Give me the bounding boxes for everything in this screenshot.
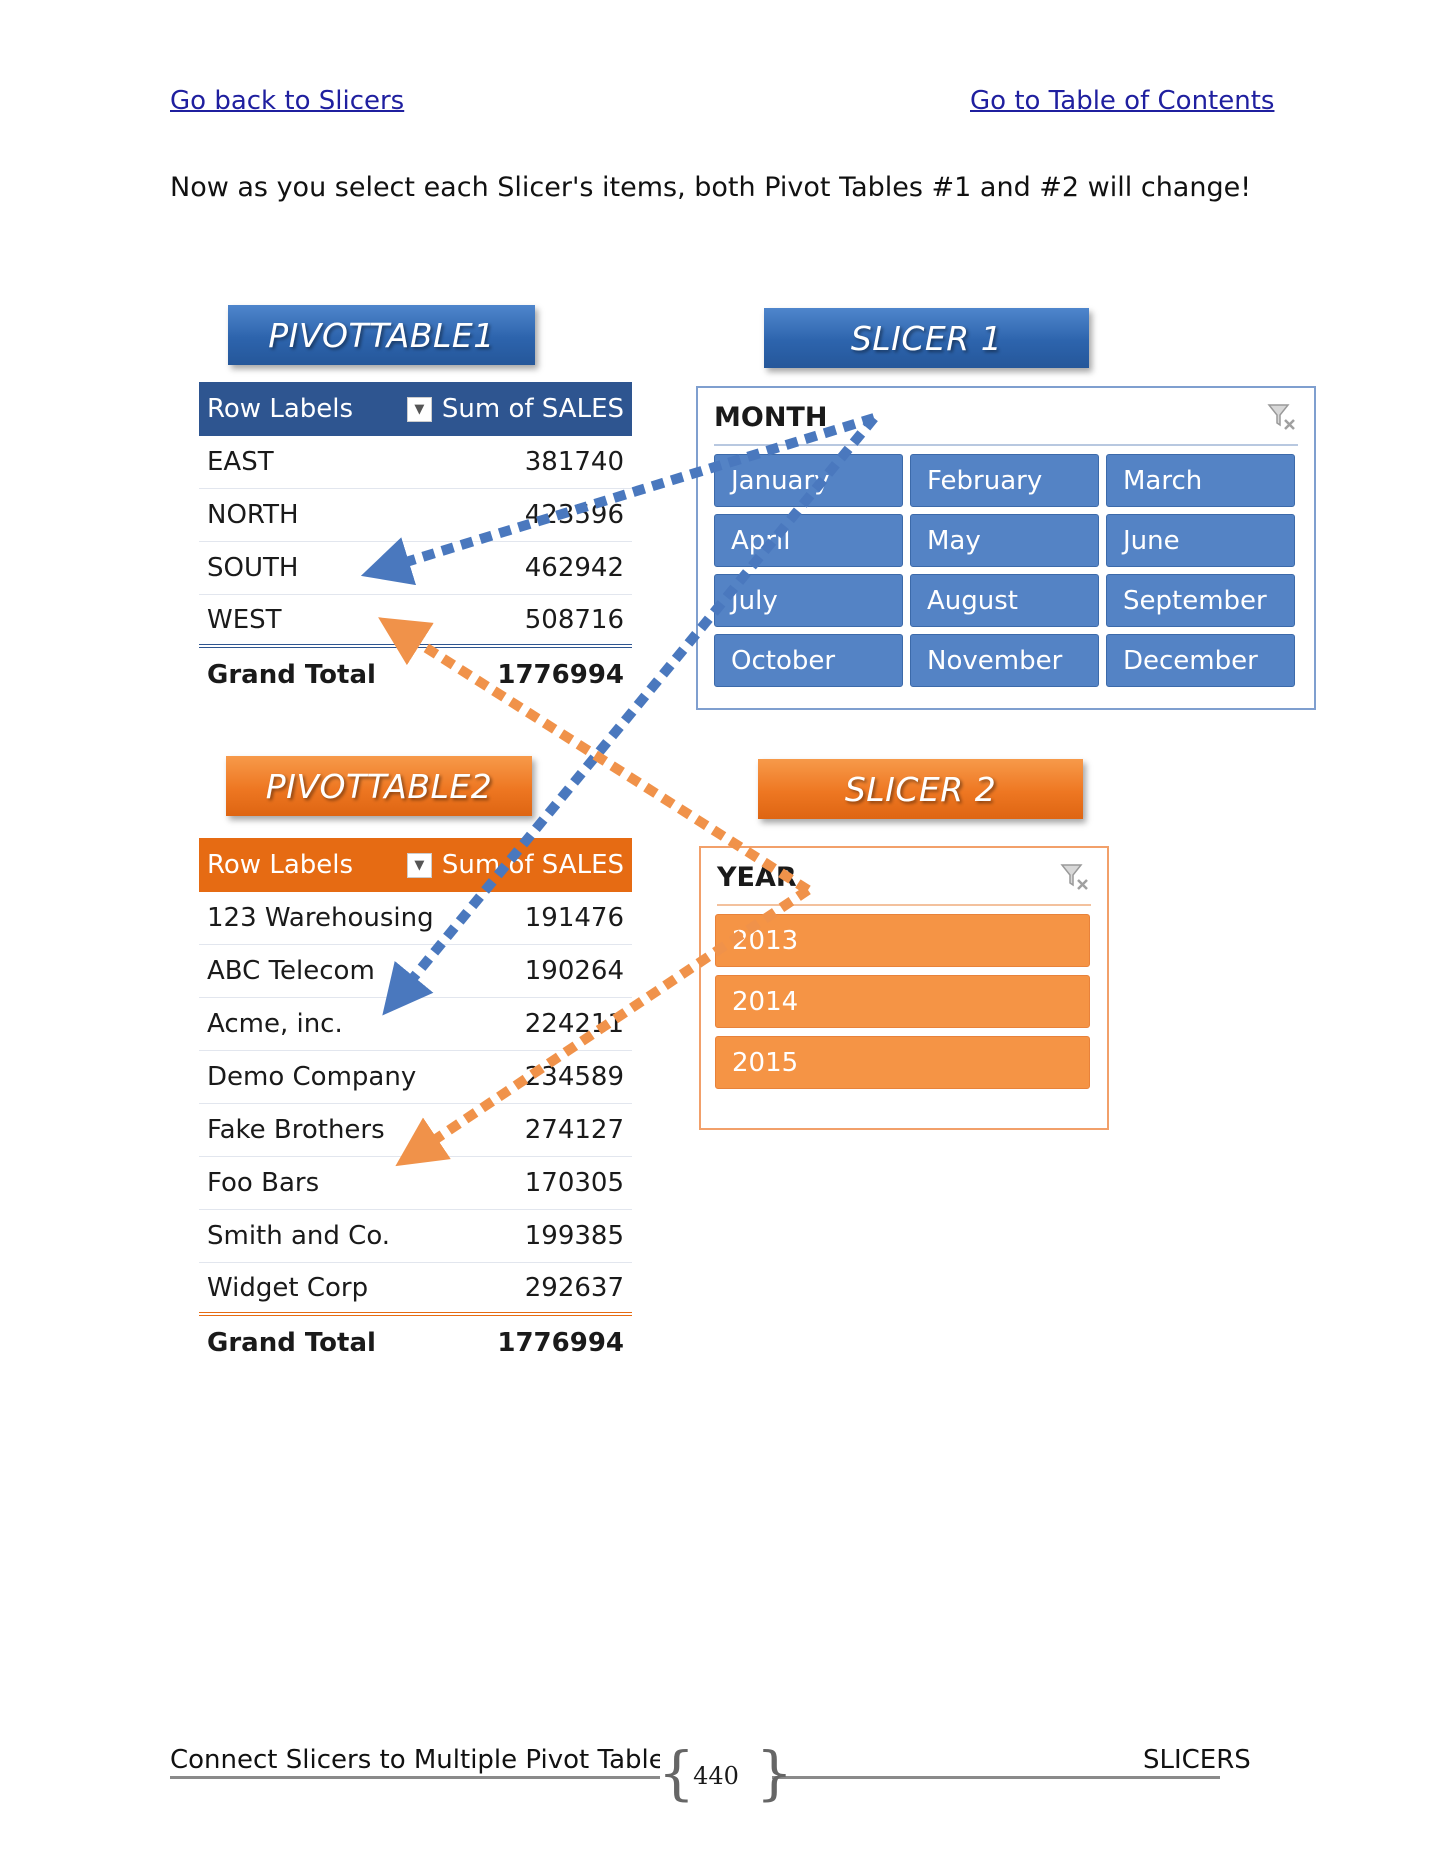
slicer-title: MONTH xyxy=(714,401,828,433)
slicer-items: 2013 2014 2015 xyxy=(715,914,1090,1089)
grand-total-row: Grand Total 1776994 xyxy=(199,648,632,701)
footer-rule-right xyxy=(770,1776,1220,1779)
row-label: NORTH xyxy=(207,500,299,530)
go-back-to-slicers-link[interactable]: Go back to Slicers xyxy=(170,86,405,116)
slicer-item-2013[interactable]: 2013 xyxy=(715,914,1090,967)
row-label: SOUTH xyxy=(207,553,299,583)
pivottable1-banner: PIVOTTABLE1 xyxy=(228,305,535,365)
grand-total-row: Grand Total 1776994 xyxy=(199,1316,632,1369)
table-row: NORTH 423596 xyxy=(199,489,632,542)
slicer-item-june[interactable]: June xyxy=(1106,514,1295,567)
row-label: Demo Company xyxy=(207,1062,417,1092)
page-number: 440 xyxy=(660,1748,772,1804)
slicer-title: YEAR xyxy=(717,861,797,893)
row-value: 191476 xyxy=(524,903,624,933)
slicer1-banner: SLICER 1 xyxy=(764,308,1089,368)
row-value: 199385 xyxy=(524,1221,624,1251)
slicer2-banner: SLICER 2 xyxy=(758,759,1083,819)
slicer-item-april[interactable]: April xyxy=(714,514,903,567)
month-slicer: MONTH January February March April May J… xyxy=(696,386,1316,710)
grand-total-value: 1776994 xyxy=(497,1327,624,1358)
slicer-items: January February March April May June Ju… xyxy=(714,454,1295,687)
intro-text: Now as you select each Slicer's items, b… xyxy=(170,172,1252,203)
row-value: 274127 xyxy=(524,1115,624,1145)
table-row: WEST 508716 xyxy=(199,595,632,648)
footer-rule-left xyxy=(170,1776,662,1779)
grand-total-label: Grand Total xyxy=(207,659,376,690)
row-labels-header: Row Labels xyxy=(207,394,354,424)
slicer-item-2015[interactable]: 2015 xyxy=(715,1036,1090,1089)
pivottable2-banner: PIVOTTABLE2 xyxy=(226,756,532,816)
row-label: Foo Bars xyxy=(207,1168,320,1198)
row-label: Fake Brothers xyxy=(207,1115,385,1145)
table-row: Acme, inc. 224211 xyxy=(199,998,632,1051)
row-value: 462942 xyxy=(524,553,624,583)
row-label: WEST xyxy=(207,604,282,635)
table-row: Fake Brothers 274127 xyxy=(199,1104,632,1157)
footer-section-name: SLICERS xyxy=(1143,1745,1251,1775)
year-slicer: YEAR 2013 2014 2015 xyxy=(699,846,1109,1130)
pivot-table-1: Row Labels ▼ Sum of SALES EAST 381740 NOR… xyxy=(199,382,632,701)
filter-dropdown-icon[interactable]: ▼ xyxy=(406,396,432,422)
clear-filter-icon[interactable] xyxy=(1059,861,1091,893)
grand-total-label: Grand Total xyxy=(207,1327,376,1358)
left-brace: { xyxy=(658,1739,695,1807)
table-row: Widget Corp 292637 xyxy=(199,1263,632,1316)
right-brace: } xyxy=(756,1739,793,1807)
slicer-item-december[interactable]: December xyxy=(1106,634,1295,687)
row-label: ABC Telecom xyxy=(207,956,375,986)
row-value: 292637 xyxy=(524,1272,624,1303)
table-row: 123 Warehousing 191476 xyxy=(199,892,632,945)
slicer-item-march[interactable]: March xyxy=(1106,454,1295,507)
row-value: 381740 xyxy=(524,447,624,477)
slicer-item-november[interactable]: November xyxy=(910,634,1099,687)
slicer-item-august[interactable]: August xyxy=(910,574,1099,627)
row-label: Smith and Co. xyxy=(207,1221,391,1251)
slicer-item-may[interactable]: May xyxy=(910,514,1099,567)
slicer-header: YEAR xyxy=(717,850,1091,906)
footer-chapter-title: Connect Slicers to Multiple Pivot Tables xyxy=(170,1745,679,1775)
row-label: 123 Warehousing xyxy=(207,903,434,933)
slicer-item-october[interactable]: October xyxy=(714,634,903,687)
pivot-table-2: Row Labels ▼ Sum of SALES 123 Warehousin… xyxy=(199,838,632,1369)
row-label: Widget Corp xyxy=(207,1272,369,1303)
pivot-table-header: Row Labels ▼ Sum of SALES xyxy=(199,838,632,892)
slicer-item-january[interactable]: January xyxy=(714,454,903,507)
table-row: EAST 381740 xyxy=(199,436,632,489)
table-row: SOUTH 462942 xyxy=(199,542,632,595)
row-value: 190264 xyxy=(524,956,624,986)
pivot-table-header: Row Labels ▼ Sum of SALES xyxy=(199,382,632,436)
slicer-item-september[interactable]: September xyxy=(1106,574,1295,627)
clear-filter-icon[interactable] xyxy=(1266,401,1298,433)
row-label: Acme, inc. xyxy=(207,1009,343,1039)
row-value: 508716 xyxy=(524,604,624,635)
row-value: 234589 xyxy=(524,1062,624,1092)
slicer-item-2014[interactable]: 2014 xyxy=(715,975,1090,1028)
row-value: 170305 xyxy=(524,1168,624,1198)
sum-of-sales-header: Sum of SALES xyxy=(441,394,624,424)
go-to-table-of-contents-link[interactable]: Go to Table of Contents xyxy=(970,86,1275,116)
row-label: EAST xyxy=(207,447,274,477)
table-row: Demo Company 234589 xyxy=(199,1051,632,1104)
slicer-header: MONTH xyxy=(714,390,1298,446)
table-row: Smith and Co. 199385 xyxy=(199,1210,632,1263)
row-value: 423596 xyxy=(524,500,624,530)
grand-total-value: 1776994 xyxy=(497,659,624,690)
sum-of-sales-header: Sum of SALES xyxy=(441,850,624,880)
row-value: 224211 xyxy=(524,1009,624,1039)
table-row: Foo Bars 170305 xyxy=(199,1157,632,1210)
slicer-item-february[interactable]: February xyxy=(910,454,1099,507)
slicer-item-july[interactable]: July xyxy=(714,574,903,627)
row-labels-header: Row Labels xyxy=(207,850,354,880)
table-row: ABC Telecom 190264 xyxy=(199,945,632,998)
filter-dropdown-icon[interactable]: ▼ xyxy=(406,852,432,878)
